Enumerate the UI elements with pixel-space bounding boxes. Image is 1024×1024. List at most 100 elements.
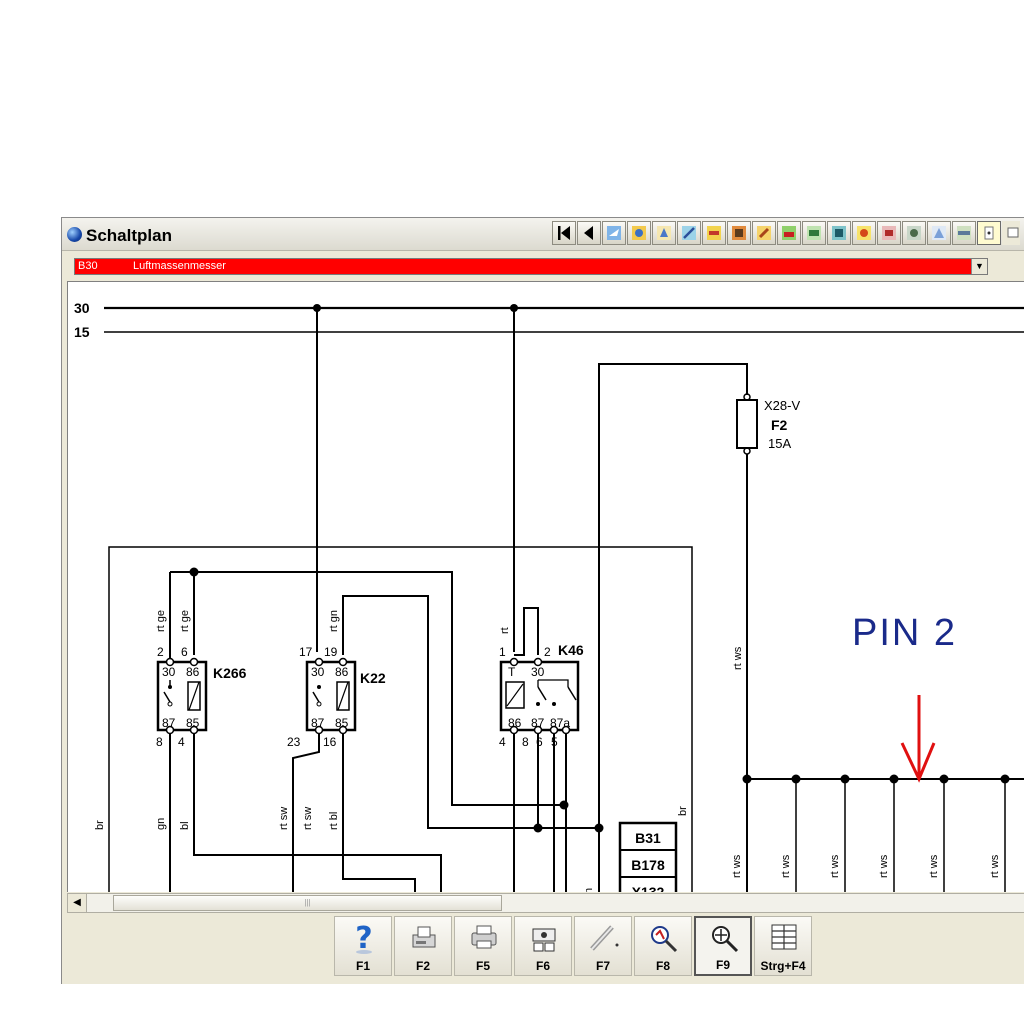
f6-component-button[interactable]: F6 <box>514 916 572 976</box>
printer-icon <box>471 925 497 949</box>
f1-help-button[interactable]: ? F1 <box>334 916 392 976</box>
connector-icon <box>957 226 971 240</box>
toolbar <box>552 221 1021 245</box>
restore-icon <box>1007 227 1019 238</box>
toolbar-button-14[interactable] <box>927 221 951 245</box>
app-icon <box>67 227 82 242</box>
f8-signal-button[interactable]: F8 <box>634 916 692 976</box>
k46-pin-top-right: 2 <box>544 645 551 659</box>
strg-f4-list-button[interactable]: Strg+F4 <box>754 916 812 976</box>
f7-probe-button[interactable]: F7 <box>574 916 632 976</box>
k46-inner-87: 87 <box>531 716 545 730</box>
k266-inner-85: 85 <box>186 716 200 730</box>
k46-pin-bottom-3: 6 <box>536 735 543 749</box>
wire-label-n: n <box>583 888 595 892</box>
k266-wire-gn: gn <box>155 818 167 830</box>
k46-inner-t: T <box>508 665 516 679</box>
k22-wire-rt-bl: rt bl <box>328 812 340 830</box>
toolbar-button-7[interactable] <box>752 221 776 245</box>
component-code: B30 <box>78 260 98 272</box>
component-name: Luftmassenmesser <box>133 260 226 272</box>
toolbar-button-4[interactable] <box>677 221 701 245</box>
wrench-icon <box>682 226 696 240</box>
toolbar-button-10[interactable] <box>827 221 851 245</box>
toolbar-button-16[interactable] <box>977 221 1001 245</box>
f6-label: F6 <box>535 959 550 973</box>
k266-pin-top-left: 2 <box>157 645 164 659</box>
lamp-icon <box>857 226 871 240</box>
f1-label: F1 <box>355 959 370 973</box>
k46-inner-30: 30 <box>531 665 545 679</box>
bus-wire-label: rt ws <box>928 854 940 878</box>
horizontal-scrollbar[interactable]: ◀ ||| <box>67 893 1024 913</box>
scrollbar-thumb[interactable]: ||| <box>113 895 502 911</box>
previous-icon <box>584 226 593 240</box>
toolbar-button-12[interactable] <box>877 221 901 245</box>
k22-pin-top-right: 19 <box>324 645 338 659</box>
toolbar-button-1[interactable] <box>602 221 626 245</box>
first-page-button[interactable] <box>552 221 576 245</box>
tool-icon <box>757 226 771 240</box>
sensor-icon <box>882 226 896 240</box>
fuse-wire-label: rt ws <box>732 646 744 670</box>
k46-wire-label: rt <box>499 627 511 634</box>
connector-box-b178: B178 <box>631 857 665 873</box>
toolbar-button-9[interactable] <box>802 221 826 245</box>
k22-wire-rt-sw-1: rt sw <box>278 807 290 830</box>
k266-inner-30: 30 <box>162 665 176 679</box>
function-key-bar: ? F1 F2 F5 F6 F7 F8 F9 Strg+F4 <box>334 916 814 976</box>
k46-inner-86: 86 <box>508 716 522 730</box>
f2-fax-button[interactable]: F2 <box>394 916 452 976</box>
toolbar-button-3[interactable] <box>652 221 676 245</box>
dropdown-arrow-icon[interactable]: ▼ <box>971 259 987 274</box>
k22-inner-85: 85 <box>335 716 349 730</box>
schaltplan-window: Schaltplan B3 <box>61 217 1024 984</box>
window-restore-button[interactable] <box>1002 221 1020 245</box>
f9-label: F9 <box>715 958 730 972</box>
signal-search-icon <box>651 926 678 953</box>
warning-icon <box>932 226 946 240</box>
k266-wire-label-1: rt ge <box>155 610 167 632</box>
hand-icon <box>657 226 671 240</box>
k22-pin-top-left: 17 <box>299 645 313 659</box>
k46-pin-top-left: 1 <box>499 645 506 659</box>
previous-page-button[interactable] <box>577 221 601 245</box>
scroll-left-icon[interactable]: ◀ <box>68 894 87 912</box>
pin-annotation: PIN 2 <box>852 612 957 654</box>
f9-zoom-button[interactable]: F9 <box>694 916 752 976</box>
help-icon: ? <box>355 921 372 955</box>
component-selector[interactable]: B30 Luftmassenmesser ▼ <box>74 258 988 275</box>
k22-pin-bottom-right: 16 <box>323 735 337 749</box>
fuse-connector-label: X28-V <box>764 398 800 413</box>
component-icon <box>532 928 556 952</box>
toolbar-button-8[interactable] <box>777 221 801 245</box>
k266-relay-label: K266 <box>213 665 247 681</box>
k22-inner-30: 30 <box>311 665 325 679</box>
fax-icon <box>412 926 436 948</box>
bus-wire-label: rt ws <box>780 854 792 878</box>
toolbar-button-13[interactable] <box>902 221 926 245</box>
svg-text:?: ? <box>355 921 372 955</box>
k266-pin-bottom-right: 4 <box>178 735 185 749</box>
toolbar-button-15[interactable] <box>952 221 976 245</box>
k266-inner-86: 86 <box>186 665 200 679</box>
k266-inner-87: 87 <box>162 716 176 730</box>
k22-wire-rt-sw-2: rt sw <box>302 807 314 830</box>
toolbar-button-5[interactable] <box>702 221 726 245</box>
schematic-canvas[interactable]: 30 15 X28-V F2 15A rt ws <box>67 281 1024 892</box>
toolbar-button-6[interactable] <box>727 221 751 245</box>
car-icon <box>782 226 796 240</box>
window-title: Schaltplan <box>86 226 172 245</box>
cable-icon <box>707 226 721 240</box>
bus-wire-label: rt ws <box>878 854 890 878</box>
connector-box-b31: B31 <box>635 830 661 846</box>
skip-first-icon <box>558 226 570 240</box>
bus-wire-label: rt ws <box>989 854 1001 878</box>
bus-30-label: 30 <box>74 300 90 316</box>
f5-print-button[interactable]: F5 <box>454 916 512 976</box>
k22-relay-label: K22 <box>360 670 386 686</box>
toolbar-button-11[interactable] <box>852 221 876 245</box>
f2-label: F2 <box>415 959 430 973</box>
k22-inner-87: 87 <box>311 716 325 730</box>
toolbar-button-2[interactable] <box>627 221 651 245</box>
